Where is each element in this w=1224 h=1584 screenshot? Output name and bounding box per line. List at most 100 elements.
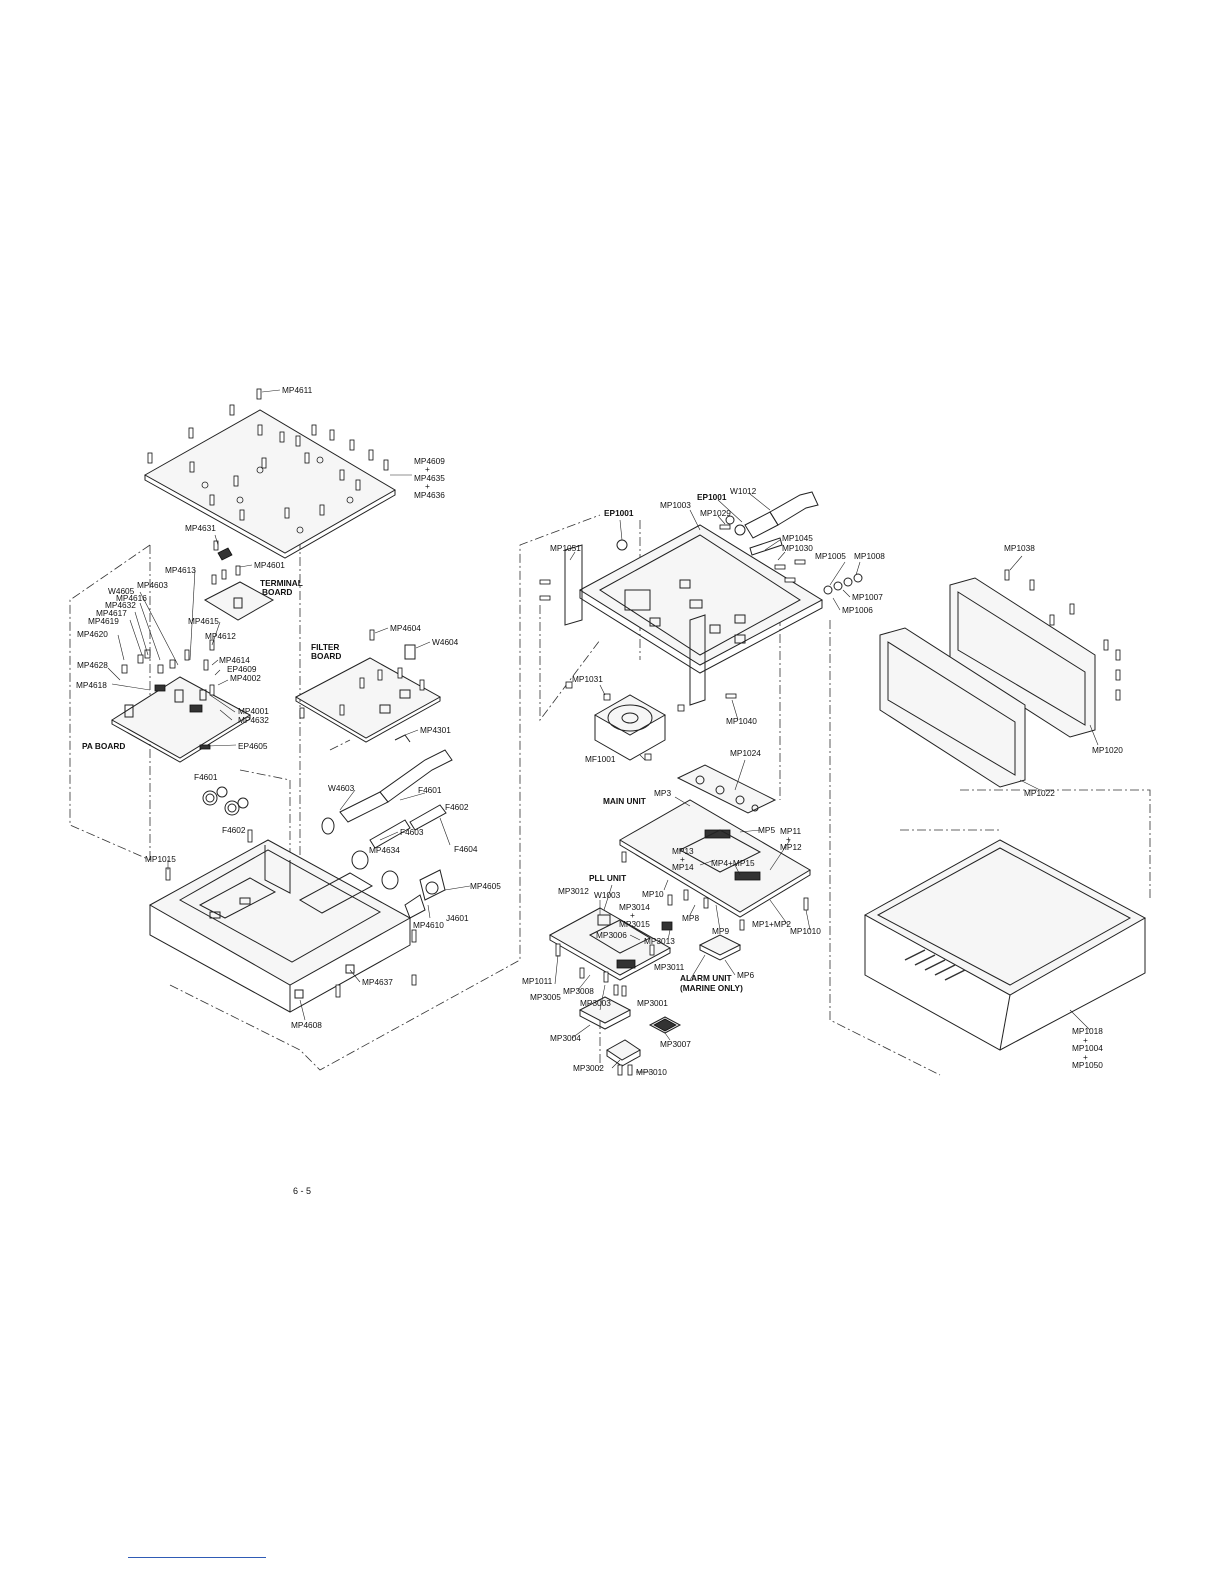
power-connector: [616, 491, 863, 595]
label-mp5: MP5: [758, 825, 775, 835]
label-mp1010: MP1010: [790, 926, 821, 936]
label-f4604: F4604: [454, 844, 478, 854]
label-mp3011: MP3011: [654, 962, 685, 972]
terminal-board: [203, 540, 275, 621]
label-alarm-unit-1: ALARM UNIT: [680, 973, 732, 983]
label-mp1029: MP1029: [700, 508, 731, 518]
label-mp4601: MP4601: [254, 560, 285, 570]
label-mp4628: MP4628: [77, 660, 108, 670]
label-plus-2: +: [425, 481, 430, 491]
label-mp3012: MP3012: [558, 886, 589, 896]
label-terminal-board-2: BOARD: [262, 587, 292, 597]
label-f4603: F4603: [400, 827, 424, 837]
label-mp3013: MP3013: [644, 936, 675, 946]
label-plus-1: +: [425, 464, 430, 474]
filter-board: [294, 629, 442, 743]
main-unit-board: [619, 799, 811, 931]
top-cover-plate: [143, 409, 396, 559]
label-filter-board-1: FILTER: [311, 642, 339, 652]
label-ep1001b: EP1001: [697, 492, 727, 502]
label-w4603: W4603: [328, 783, 355, 793]
label-mp1020: MP1020: [1092, 745, 1123, 755]
label-ep1001a: EP1001: [604, 508, 634, 518]
label-mp14: MP14: [672, 862, 694, 872]
rear-bracket: [676, 764, 777, 814]
label-mp13: MP13: [672, 846, 694, 856]
label-mp6: MP6: [737, 970, 754, 980]
part-labels: MP4611 MP4609 + MP4635 + MP4636 MP4631 M…: [76, 385, 1123, 1077]
label-mp1040: MP1040: [726, 716, 757, 726]
lower-chassis: [148, 829, 417, 1013]
label-mp1011: MP1011: [522, 976, 553, 986]
page-number: 6 - 5: [293, 1186, 312, 1196]
label-mp4613: MP4613: [165, 565, 196, 575]
outer-case: [863, 839, 1147, 1051]
label-mp4614: MP4614: [219, 655, 250, 665]
label-mp4001: MP4001: [238, 706, 269, 716]
label-mp1008: MP1008: [854, 551, 885, 561]
label-ep4605: EP4605: [238, 741, 268, 751]
label-mp3007: MP3007: [660, 1039, 691, 1049]
label-mp1022: MP1022: [1024, 788, 1055, 798]
label-mp1038: MP1038: [1004, 543, 1035, 553]
label-mp1003: MP1003: [660, 500, 691, 510]
label-w1012: W1012: [730, 486, 757, 496]
label-f4601a: F4601: [194, 772, 218, 782]
label-mp1050: MP1050: [1072, 1060, 1103, 1070]
label-mp1030: MP1030: [782, 543, 813, 553]
label-f4602a: F4602: [222, 825, 246, 835]
label-mp1-mp2: MP1+MP2: [752, 919, 791, 929]
label-mp3008: MP3008: [563, 986, 594, 996]
rear-panel-frames: [879, 569, 1121, 788]
main-chassis-frame: [539, 524, 824, 706]
label-mp3014: MP3014: [619, 902, 650, 912]
shield-cans: [578, 934, 742, 1076]
pll-unit-board: [548, 907, 673, 997]
label-mp4605: MP4605: [470, 881, 501, 891]
label-mp4618: MP4618: [76, 680, 107, 690]
label-mp1006: MP1006: [842, 605, 873, 615]
label-mp1015: MP1015: [145, 854, 176, 864]
label-w1003: W1003: [594, 890, 621, 900]
label-mp3005: MP3005: [530, 992, 561, 1002]
label-mp1005: MP1005: [815, 551, 846, 561]
label-mp1024: MP1024: [730, 748, 761, 758]
label-mp11: MP11: [780, 826, 801, 836]
label-mp4631: MP4631: [185, 523, 216, 533]
label-mp3: MP3: [654, 788, 671, 798]
label-mp3001: MP3001: [637, 998, 668, 1008]
label-mp4002: MP4002: [230, 673, 261, 683]
label-mp4612: MP4612: [205, 631, 236, 641]
label-mp4632: MP4632: [105, 600, 136, 610]
label-mp9: MP9: [712, 926, 729, 936]
label-mp4-mp15: MP4+MP15: [711, 858, 755, 868]
label-filter-board-2: BOARD: [311, 651, 341, 661]
label-plus-6: +: [1083, 1035, 1088, 1045]
label-mp4636: MP4636: [414, 490, 445, 500]
label-mp4611: MP4611: [282, 385, 313, 395]
label-plus-7: +: [1083, 1052, 1088, 1062]
pa-board: [111, 639, 251, 763]
label-mp1004: MP1004: [1072, 1043, 1103, 1053]
label-mp4637: MP4637: [362, 977, 393, 987]
label-mp4616: MP4616: [116, 593, 147, 603]
label-mp8: MP8: [682, 913, 699, 923]
label-mp1031: MP1031: [572, 674, 603, 684]
label-mp4632b: MP4632: [238, 715, 269, 725]
label-mp1007: MP1007: [852, 592, 883, 602]
fan-assembly: [565, 681, 685, 761]
label-mp4603: MP4603: [137, 580, 168, 590]
label-mp4619: MP4619: [88, 616, 119, 626]
fuse-holder-parts: [202, 749, 453, 919]
label-mf1001: MF1001: [585, 754, 616, 764]
label-mp1051: MP1051: [550, 543, 581, 553]
label-mp4620: MP4620: [77, 629, 108, 639]
label-terminal-board-1: TERMINAL: [260, 578, 303, 588]
label-mp4615: MP4615: [188, 616, 219, 626]
leader-lines: [107, 389, 1099, 1073]
label-mp3004: MP3004: [550, 1033, 581, 1043]
label-main-unit: MAIN UNIT: [603, 796, 646, 806]
label-mp3015: MP3015: [619, 919, 650, 929]
label-plus-4: +: [680, 854, 685, 864]
